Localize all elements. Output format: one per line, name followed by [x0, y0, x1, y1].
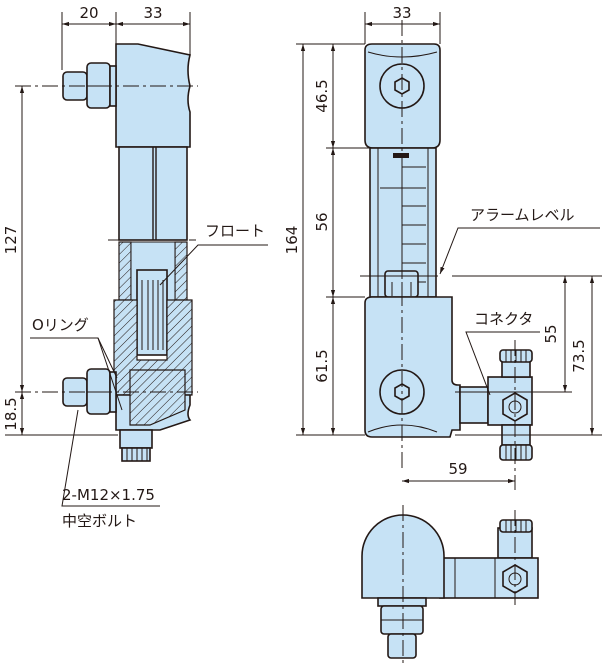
label-bolt-spec: 2-M12×1.75	[62, 486, 155, 504]
dim-top-block: 46.5	[313, 79, 331, 112]
dim-tube: 56	[313, 212, 331, 231]
plan-view	[361, 505, 539, 663]
label-connector: コネクタ	[474, 310, 533, 328]
dim-front-width: 33	[392, 4, 411, 22]
dim-body-width: 33	[143, 4, 162, 22]
dim-center-height: 127	[2, 226, 20, 255]
dim-bolt-width: 20	[79, 4, 98, 22]
body-top-view	[361, 514, 445, 599]
top-block	[115, 43, 191, 148]
label-oring: Oリング	[32, 316, 89, 334]
label-alarm-level: アラームレベル	[470, 206, 575, 224]
front-view: 33 164 46.5 56 61.5 アラームレベル コネクタ 55 73.5…	[283, 4, 602, 490]
dim-connector-height: 55	[542, 324, 560, 343]
brand-logo	[393, 153, 409, 158]
label-bolt-name: 中空ボルト	[62, 512, 137, 530]
dim-bottom-block: 61.5	[313, 349, 331, 382]
dim-bottom-offset: 18.5	[2, 397, 20, 430]
label-float: フロート	[205, 222, 265, 240]
drain-fitting	[119, 429, 153, 449]
dim-total-height: 164	[283, 226, 301, 255]
bottom-block	[364, 296, 461, 438]
dim-connector-offset: 59	[448, 460, 467, 478]
dim-alarm-height: 73.5	[570, 339, 588, 372]
side-section-view: 20 33 127 18.5 フロート Oリング 2-M12×1.75 中空ボル…	[2, 4, 268, 530]
